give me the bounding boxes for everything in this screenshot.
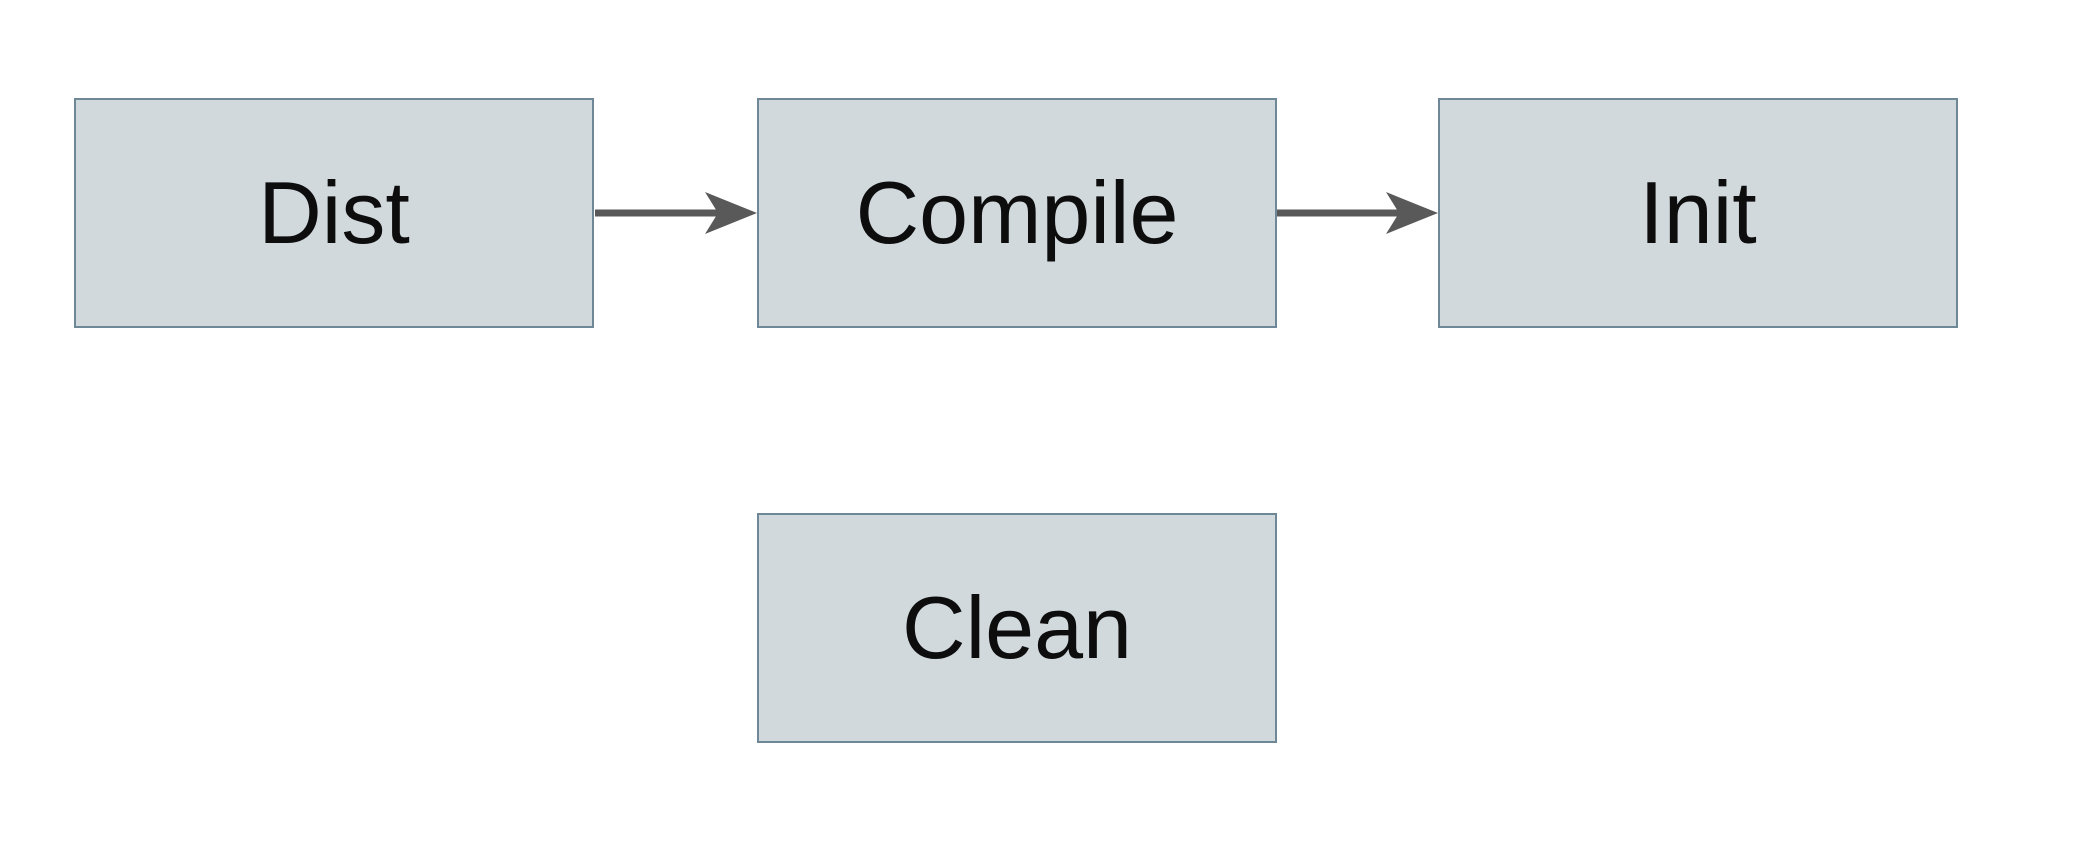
node-init-label: Init bbox=[1639, 163, 1757, 262]
node-compile-label: Compile bbox=[855, 163, 1179, 262]
arrow-compile-to-init[interactable] bbox=[1277, 192, 1438, 234]
node-clean[interactable]: Clean bbox=[757, 513, 1277, 743]
arrowhead-icon bbox=[1386, 192, 1438, 234]
node-dist[interactable]: Dist bbox=[74, 98, 594, 328]
node-init[interactable]: Init bbox=[1438, 98, 1958, 328]
node-clean-label: Clean bbox=[902, 578, 1132, 677]
arrow-dist-to-compile[interactable] bbox=[595, 192, 757, 234]
arrowhead-icon bbox=[705, 192, 757, 234]
node-compile[interactable]: Compile bbox=[757, 98, 1277, 328]
node-dist-label: Dist bbox=[258, 163, 410, 262]
